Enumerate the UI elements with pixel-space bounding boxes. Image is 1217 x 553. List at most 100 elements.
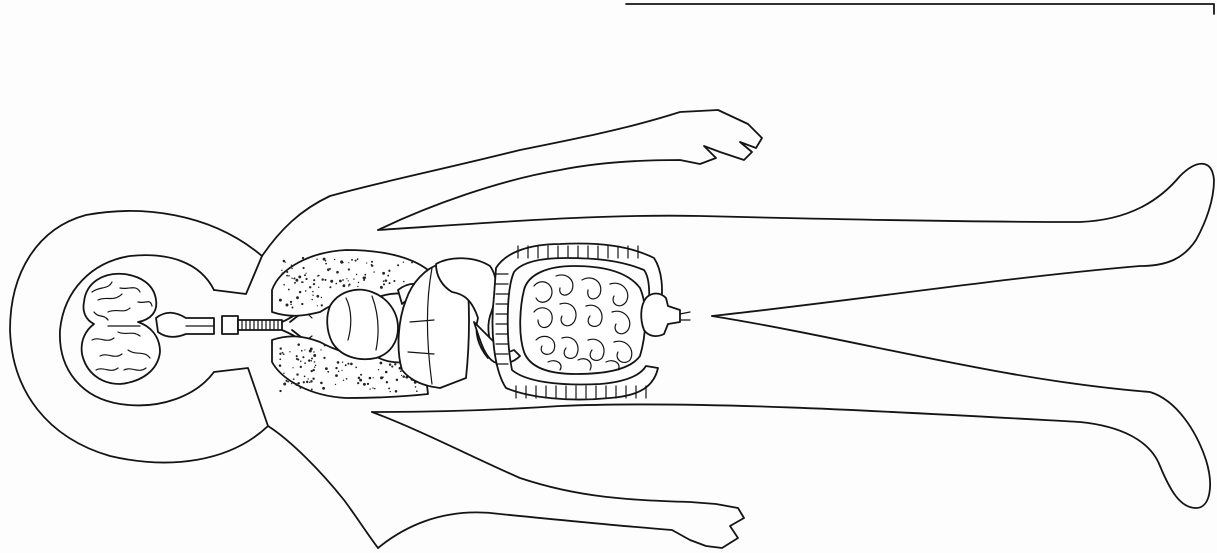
lung-stipple — [350, 363, 353, 366]
lung-stipple — [400, 370, 402, 372]
lung-stipple — [357, 382, 359, 384]
lung-stipple — [358, 377, 360, 379]
lung-stipple — [318, 287, 319, 288]
lung-stipple — [396, 379, 398, 381]
lung-stipple — [279, 353, 281, 355]
lung-stipple — [356, 274, 357, 275]
lung-stipple — [363, 383, 366, 386]
lung-stipple — [317, 305, 318, 306]
lung-stipple — [279, 390, 281, 392]
lung-stipple — [325, 263, 327, 265]
lung-stipple — [296, 358, 298, 360]
lower-side-outline — [268, 426, 378, 548]
lung-stipple — [382, 272, 385, 275]
lung-stipple — [308, 378, 309, 379]
lung-stipple — [289, 351, 290, 352]
lung-stipple — [315, 365, 317, 367]
lung-stipple — [325, 260, 327, 262]
lung-stipple — [298, 275, 301, 278]
lung-stipple — [290, 301, 292, 303]
lung-stipple — [380, 286, 383, 289]
lung-stipple — [371, 261, 373, 263]
lung-stipple — [279, 364, 282, 367]
lung-stipple — [314, 361, 316, 363]
lower-arm-outline — [372, 412, 744, 548]
lung-stipple — [346, 278, 347, 279]
lung-stipple — [313, 283, 315, 285]
lung-stipple — [345, 364, 347, 366]
lung-stipple — [359, 379, 362, 382]
lung-stipple — [355, 260, 357, 262]
lung-stipple — [403, 281, 405, 283]
lung-stipple — [403, 261, 404, 262]
lung-stipple — [369, 377, 372, 380]
lung-stipple — [292, 367, 293, 368]
lung-stipple — [389, 363, 391, 365]
lung-stipple — [305, 273, 306, 274]
lung-stipple — [291, 383, 292, 384]
lung-stipple — [313, 279, 315, 281]
lung-stipple — [348, 284, 350, 286]
frame-top-line — [626, 4, 1214, 14]
lung-stipple — [283, 372, 284, 373]
lung-stipple — [301, 303, 303, 305]
lung-stipple — [291, 278, 292, 279]
lung-stipple — [290, 303, 292, 305]
lung-stipple — [287, 381, 289, 383]
lung-stipple — [313, 354, 316, 357]
lung-stipple — [283, 353, 285, 355]
lung-stipple — [316, 258, 317, 259]
lung-stipple — [320, 382, 323, 385]
lung-stipple — [303, 381, 305, 383]
lung-stipple — [336, 271, 339, 274]
lung-stipple — [374, 388, 376, 390]
lung-stipple — [341, 370, 342, 371]
lung-stipple — [342, 284, 345, 287]
lung-stipple — [357, 286, 358, 287]
lung-stipple — [305, 290, 307, 292]
lung-stipple — [304, 274, 306, 276]
lung-stipple — [301, 281, 303, 283]
lung-stipple — [309, 382, 310, 383]
lung-stipple — [387, 275, 389, 277]
lung-stipple — [312, 378, 314, 380]
lung-stipple — [308, 359, 310, 361]
lung-stipple — [323, 357, 325, 359]
lung-stipple — [391, 366, 393, 368]
lung-stipple — [312, 369, 314, 371]
lung-stipple — [351, 259, 353, 261]
lung-stipple — [302, 257, 304, 259]
lung-stipple — [388, 387, 390, 389]
lung-stipple — [348, 268, 350, 270]
lung-stipple — [296, 355, 298, 357]
lung-stipple — [291, 268, 292, 269]
lung-stipple — [299, 387, 301, 389]
lung-stipple — [310, 380, 312, 382]
lung-stipple — [318, 275, 320, 277]
lung-stipple — [291, 306, 293, 308]
lung-stipple — [293, 278, 295, 280]
lung-stipple — [281, 270, 282, 271]
lung-stipple — [385, 279, 388, 282]
lung-stipple — [288, 275, 290, 277]
neck-bottom-line — [214, 368, 268, 426]
lung-stipple — [382, 376, 383, 377]
lung-stipple — [335, 367, 337, 369]
lung-stipple — [296, 373, 298, 375]
lung-stipple — [380, 362, 383, 365]
lung-stipple — [279, 299, 282, 302]
lung-stipple — [321, 297, 322, 298]
lung-stipple — [363, 279, 365, 281]
lung-stipple — [343, 380, 344, 381]
lung-stipple — [411, 262, 413, 264]
lung-stipple — [286, 304, 289, 307]
lung-stipple — [296, 296, 299, 299]
lung-stipple — [299, 291, 301, 293]
lung-stipple — [313, 351, 314, 352]
lung-stipple — [303, 267, 305, 269]
lung-stipple — [339, 280, 342, 283]
lung-stipple — [325, 367, 328, 370]
lung-stipple — [301, 350, 303, 352]
lung-stipple — [304, 376, 306, 378]
